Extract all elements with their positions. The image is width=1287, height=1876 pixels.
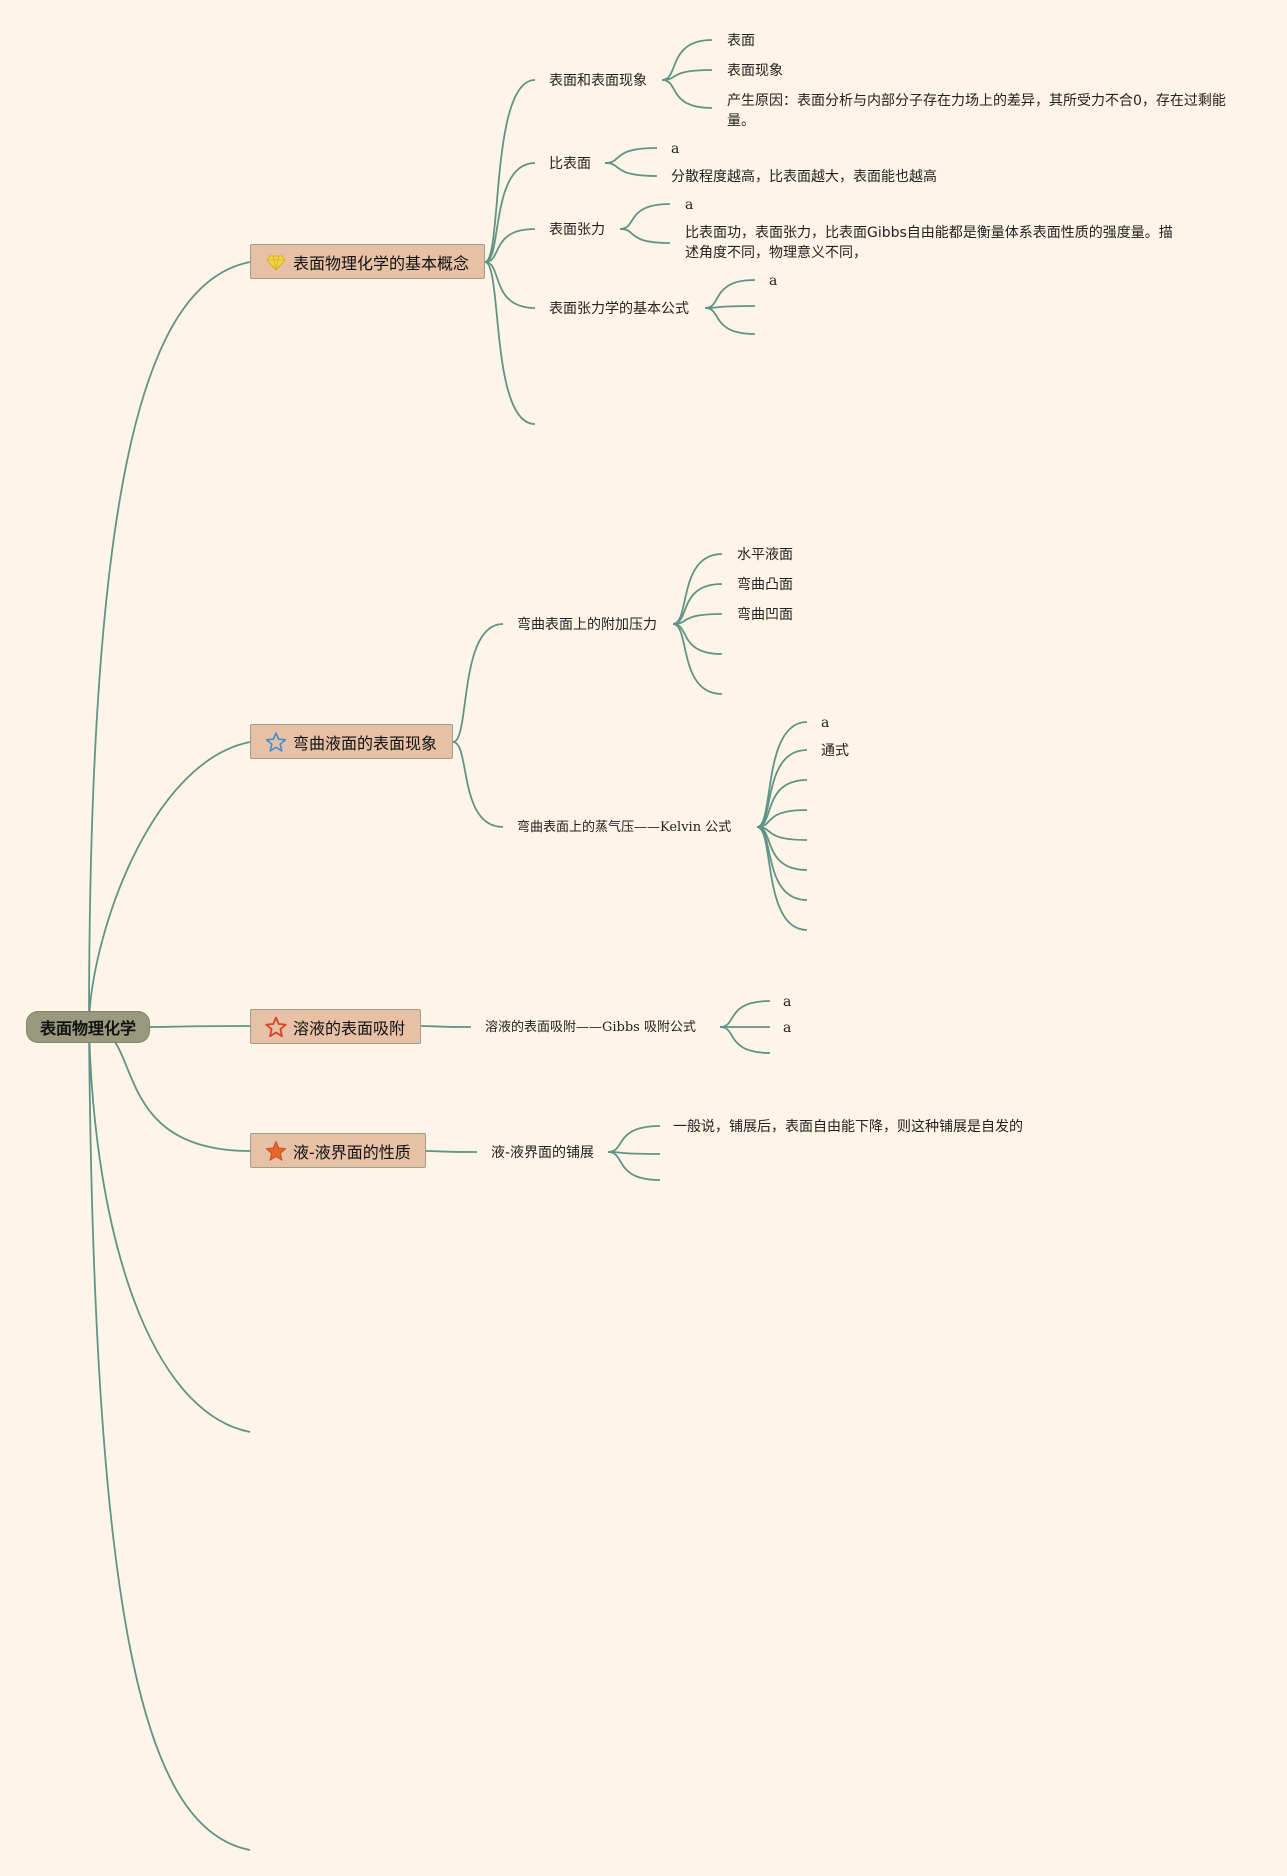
root-branch-line <box>88 261 251 1028</box>
subtopic-branch-line <box>719 1000 771 1028</box>
leaf-cause[interactable]: 产生原因：表面分析与内部分子存在力场上的差异，其所受力不合0，存在过剩能量。 <box>727 93 1226 129</box>
subtopic-branch-line <box>607 1125 661 1153</box>
leaf-a[interactable]: a <box>783 994 792 1010</box>
subtopic-branch-line <box>672 583 723 625</box>
subtopic-branch-line <box>756 721 808 828</box>
root-branch-line <box>88 1026 251 1851</box>
topic-branch-line <box>484 162 536 263</box>
leaf-convex-surface[interactable]: 弯曲凸面 <box>737 577 793 593</box>
root-branch-line <box>88 1026 251 1433</box>
star-outline-blue-icon <box>265 731 287 753</box>
subtopic-branch-line <box>704 307 756 335</box>
subtopic-branch-line <box>672 613 723 625</box>
topic-branch-line <box>484 228 536 263</box>
topic-solution-adsorption[interactable]: 溶液的表面吸附 <box>250 1009 421 1044</box>
subtopic-kelvin-formula[interactable]: 弯曲表面上的蒸气压——Kelvin 公式 <box>517 820 732 835</box>
topic-branch-line <box>484 261 536 425</box>
subtopic-branch-line <box>619 203 671 230</box>
star-outline-red-icon <box>265 1016 287 1038</box>
leaf-general-formula[interactable]: 通式 <box>821 743 849 759</box>
topic-basic-concepts[interactable]: 表面物理化学的基本概念 <box>250 244 485 279</box>
subtopic-branch-line <box>661 39 713 81</box>
leaf-surface-phenomenon[interactable]: 表面现象 <box>727 63 783 79</box>
subtopic-branch-line <box>604 162 658 177</box>
leaf-a[interactable]: a <box>821 715 830 731</box>
root-branch-line <box>149 1025 251 1028</box>
subtopic-branch-line <box>756 749 808 828</box>
diamond-icon <box>265 251 287 273</box>
subtopic-branch-line <box>672 623 723 695</box>
star-filled-orange-icon <box>265 1140 287 1162</box>
subtopic-branch-line <box>756 826 808 931</box>
topic-label: 液-液界面的性质 <box>293 1142 411 1162</box>
root-branch-line <box>88 741 251 1028</box>
subtopic-branch-line <box>604 147 658 164</box>
subtopic-branch-line <box>607 1151 661 1181</box>
topic-label: 表面物理化学的基本概念 <box>293 253 470 273</box>
subtopic-additional-pressure[interactable]: 弯曲表面上的附加压力 <box>517 617 657 633</box>
subtopic-spreading[interactable]: 液-液界面的铺展 <box>491 1145 595 1161</box>
topic-branch-line <box>452 623 504 743</box>
leaf-a[interactable]: a <box>685 197 694 213</box>
topic-branch-line <box>452 741 504 828</box>
subtopic-branch-line <box>704 279 756 309</box>
leaf-a[interactable]: a <box>783 1020 792 1036</box>
leaf-level-surface[interactable]: 水平液面 <box>737 547 793 563</box>
subtopic-branch-line <box>661 79 713 109</box>
subtopic-branch-line <box>672 553 723 625</box>
subtopic-branch-line <box>719 1026 771 1054</box>
leaf-concave-surface[interactable]: 弯曲凹面 <box>737 607 793 623</box>
subtopic-branch-line <box>672 623 723 655</box>
subtopic-branch-line <box>619 228 671 244</box>
subtopic-specific-surface[interactable]: 比表面 <box>549 156 591 172</box>
topic-curved-surface[interactable]: 弯曲液面的表面现象 <box>250 724 453 759</box>
root-label: 表面物理化学 <box>39 1019 136 1038</box>
subtopic-surface-phenomena[interactable]: 表面和表面现象 <box>549 73 647 89</box>
subtopic-surface-tension[interactable]: 表面张力 <box>549 222 605 238</box>
root-branch-line <box>88 1026 251 1152</box>
leaf-dispersion[interactable]: 分散程度越高，比表面越大，表面能也越高 <box>671 169 937 185</box>
topic-liquid-liquid-interface[interactable]: 液-液界面的性质 <box>250 1133 426 1168</box>
leaf-spreading-rule[interactable]: 一般说，铺展后，表面自由能下降，则这种铺展是自发的 <box>673 1119 1023 1135</box>
leaf-a[interactable]: a <box>769 273 778 289</box>
topic-branch-line <box>420 1025 472 1028</box>
topic-branch-line <box>484 79 536 263</box>
topic-branch-line <box>484 261 536 309</box>
leaf-a[interactable]: a <box>671 141 680 157</box>
root-node[interactable]: 表面物理化学 <box>26 1011 150 1043</box>
topic-label: 溶液的表面吸附 <box>293 1018 406 1038</box>
topic-branch-line <box>425 1150 478 1153</box>
subtopic-branch-line <box>756 779 808 828</box>
subtopic-tension-formula[interactable]: 表面张力学的基本公式 <box>549 301 689 317</box>
subtopic-gibbs-adsorption[interactable]: 溶液的表面吸附——Gibbs 吸附公式 <box>485 1020 696 1035</box>
leaf-surface[interactable]: 表面 <box>727 33 755 49</box>
topic-label: 弯曲液面的表面现象 <box>293 733 438 753</box>
leaf-surface-work[interactable]: 比表面功，表面张力，比表面Gibbs自由能都是衡量体系表面性质的强度量。描述角度… <box>685 225 1173 261</box>
